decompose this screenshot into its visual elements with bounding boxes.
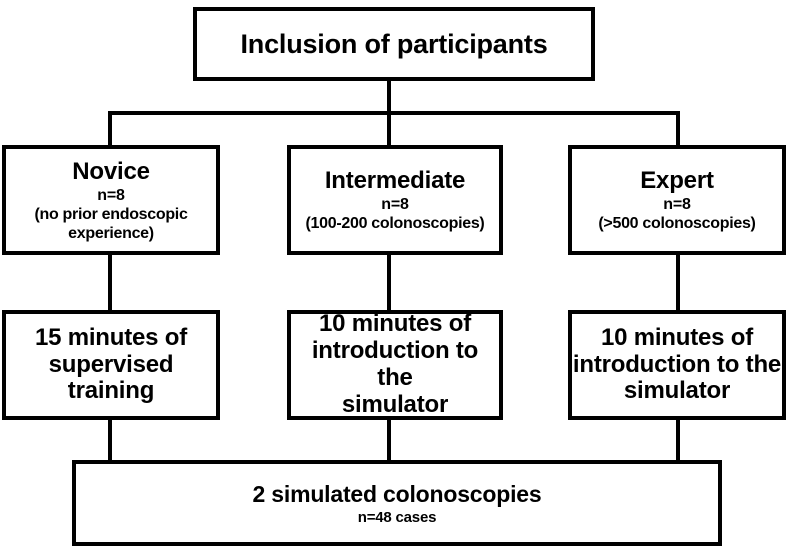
node-outcome-simulated-colonoscopies: 2 simulated colonoscopies n=48 cases bbox=[72, 460, 722, 546]
connector-root-stem bbox=[387, 79, 391, 115]
node-group-expert: Expert n=8 (>500 colonoscopies) bbox=[568, 145, 786, 255]
node-root-title: Inclusion of participants bbox=[240, 28, 548, 59]
node-group-novice: Novice n=8 (no prior endoscopic experien… bbox=[2, 145, 220, 255]
node-training-intermediate: 10 minutes of introduction to the simula… bbox=[287, 310, 503, 420]
node-novice-count: n=8 bbox=[97, 187, 125, 205]
node-training-novice-line1: 15 minutes of bbox=[34, 323, 188, 351]
connector-drop-intermediate bbox=[387, 111, 391, 147]
node-novice-title: Novice bbox=[72, 158, 150, 186]
node-training-expert-line3: simulator bbox=[623, 377, 731, 405]
node-novice-detail-line1: (no prior endoscopic bbox=[34, 206, 188, 224]
connector-drop-expert bbox=[676, 111, 680, 147]
node-training-expert: 10 minutes of introduction to the simula… bbox=[568, 310, 786, 420]
node-intermediate-count: n=8 bbox=[381, 196, 409, 214]
node-training-intermediate-line2: introduction to the bbox=[311, 337, 479, 391]
connector-novice-to-training bbox=[108, 253, 112, 312]
node-training-intermediate-line1: 10 minutes of bbox=[318, 310, 472, 338]
node-outcome-title: 2 simulated colonoscopies bbox=[252, 480, 542, 507]
connector-intermediate-to-training bbox=[387, 253, 391, 312]
node-training-expert-line1: 10 minutes of bbox=[600, 323, 754, 351]
connector-split-bar bbox=[108, 111, 680, 115]
node-group-intermediate: Intermediate n=8 (100-200 colonoscopies) bbox=[287, 145, 503, 255]
node-training-novice: 15 minutes of supervised training bbox=[2, 310, 220, 420]
connector-drop-novice bbox=[108, 111, 112, 147]
connector-training-expert-to-outcome bbox=[676, 418, 680, 462]
node-expert-detail-line1: (>500 colonoscopies) bbox=[598, 215, 756, 233]
node-training-novice-line2: supervised training bbox=[48, 350, 174, 405]
connector-training-novice-to-outcome bbox=[108, 418, 112, 462]
node-novice-detail-line2: experience) bbox=[68, 224, 154, 242]
node-expert-title: Expert bbox=[640, 167, 714, 195]
node-inclusion-of-participants: Inclusion of participants bbox=[193, 7, 595, 81]
node-expert-count: n=8 bbox=[663, 196, 691, 214]
connector-expert-to-training bbox=[676, 253, 680, 312]
node-outcome-count: n=48 cases bbox=[357, 509, 437, 527]
connector-training-intermediate-to-outcome bbox=[387, 418, 391, 462]
node-training-intermediate-line3: simulator bbox=[341, 390, 449, 418]
node-intermediate-detail-line1: (100-200 colonoscopies) bbox=[305, 215, 485, 233]
node-intermediate-title: Intermediate bbox=[324, 167, 466, 195]
node-training-expert-line2: introduction to the bbox=[572, 350, 782, 378]
